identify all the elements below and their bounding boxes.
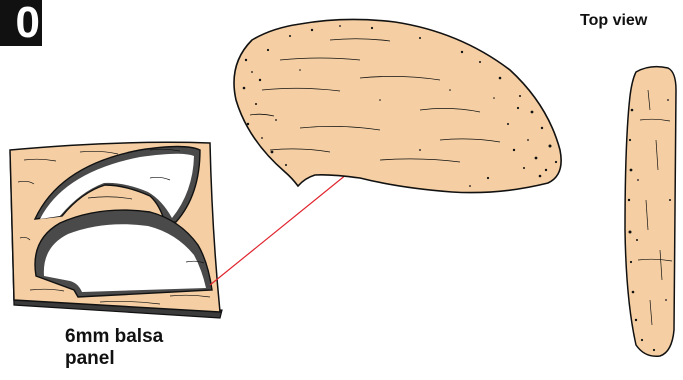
- cut-part: [234, 19, 561, 192]
- balsa-panel: [10, 142, 222, 318]
- top-view-part: [625, 67, 676, 357]
- cut-part-body: [234, 19, 561, 192]
- leader-line: [210, 170, 352, 285]
